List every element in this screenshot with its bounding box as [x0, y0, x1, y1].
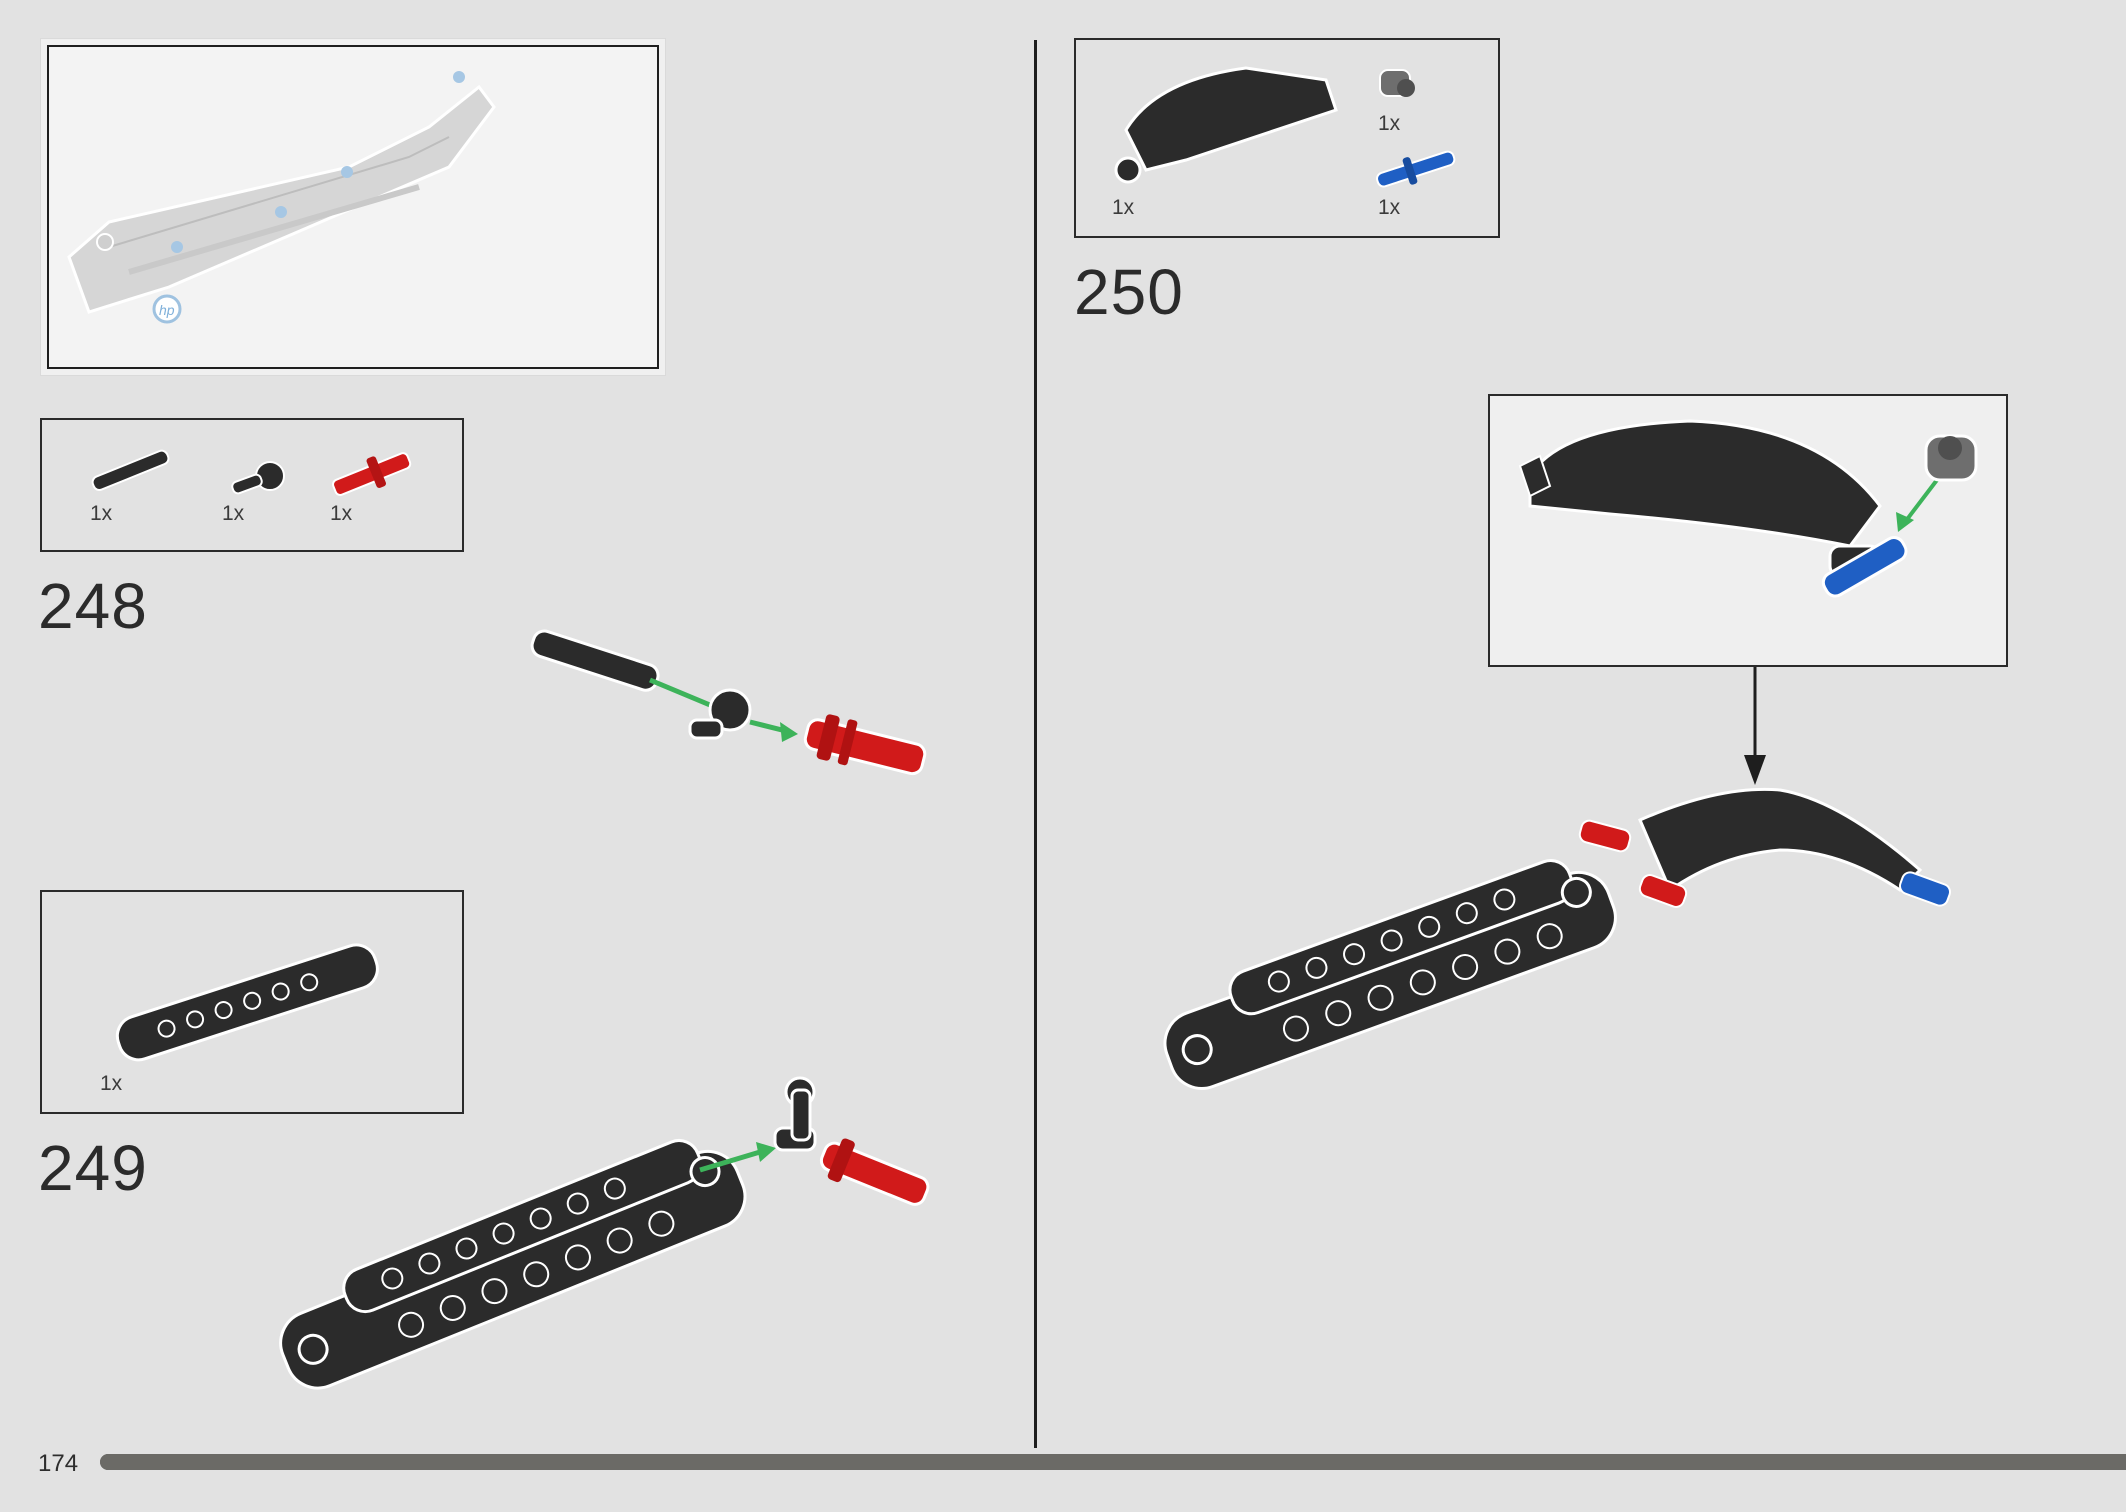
- pin-red-icon: [819, 1138, 930, 1206]
- pin-red-icon: [332, 452, 412, 496]
- step-250-callout-illustration: [1518, 419, 1978, 598]
- step-248-assembly-illustration: [530, 629, 927, 776]
- step-249-parts-illustration: [115, 943, 379, 1062]
- connector-black-icon: [773, 1076, 817, 1152]
- pin-red-icon: [1578, 819, 1688, 908]
- step-250-assembly-illustration: [1163, 787, 1952, 1090]
- bush-grey-icon: [1924, 434, 1978, 482]
- step-250-parts-list: 1x 1x 1x: [1074, 38, 1500, 238]
- page-number: 174: [38, 1450, 79, 1477]
- bush-grey-icon: [1379, 69, 1415, 97]
- book-progress-fill: [100, 1454, 2126, 1470]
- curved-panel-black-icon: [1114, 66, 1338, 184]
- pin-blue-icon: [1821, 536, 1908, 598]
- step-number: 249: [38, 1132, 148, 1204]
- subassembly-preview-illustration: hp: [67, 71, 496, 324]
- step-250-detail-callout: [1488, 394, 2008, 667]
- step-249-assembly-illustration: [279, 1076, 930, 1390]
- svg-text:hp: hp: [159, 302, 175, 318]
- pin-blue-icon: [1898, 871, 1952, 907]
- hp-logo-icon: hp: [152, 294, 182, 324]
- page-divider: [1034, 40, 1037, 1448]
- part-quantity: 1x: [90, 502, 113, 525]
- pin-blue-icon: [1376, 150, 1456, 188]
- connector-black-icon: [688, 688, 752, 740]
- step-number: 248: [38, 570, 148, 642]
- pin-red-icon: [803, 714, 927, 776]
- part-quantity: 1x: [1112, 196, 1135, 219]
- step-250-parts-illustration: [1114, 66, 1456, 188]
- step-248-parts-list: 1x 1x 1x: [40, 418, 464, 552]
- subassembly-preview: hp: [40, 38, 666, 376]
- step-number: 250: [1074, 256, 1184, 328]
- step-249-parts-list: 1x: [40, 890, 464, 1114]
- part-quantity: 1x: [222, 502, 245, 525]
- beam-black-icon: [115, 943, 379, 1062]
- subassembly-preview-frame: hp: [47, 45, 659, 369]
- axle-pin-black-icon: [91, 449, 170, 492]
- connector-black-icon: [231, 461, 285, 495]
- book-progress-bar: [100, 1454, 2126, 1470]
- part-quantity: 1x: [330, 502, 353, 525]
- part-quantity: 1x: [100, 1072, 123, 1095]
- part-quantity: 1x: [1378, 196, 1401, 219]
- part-quantity: 1x: [1378, 112, 1401, 135]
- callout-pointer-arrow: [1744, 667, 1766, 785]
- step-248-parts-illustration: [91, 449, 412, 496]
